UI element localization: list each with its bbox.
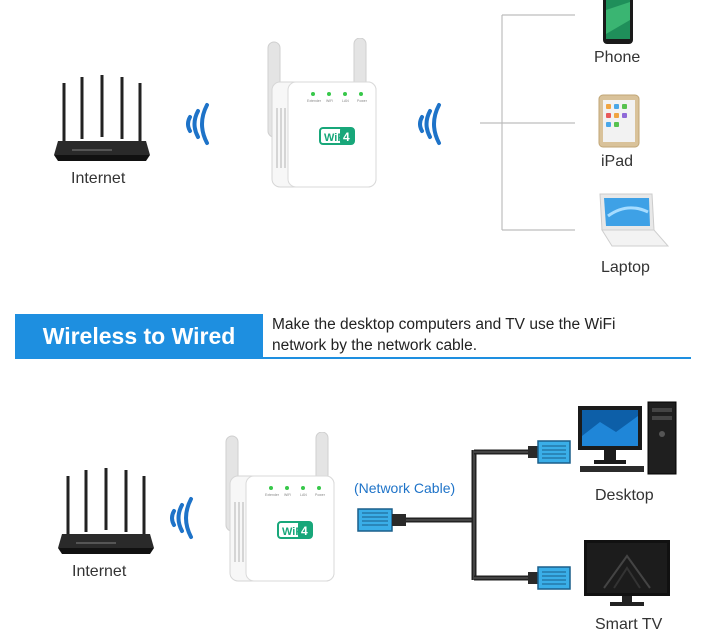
connection-lines [480,14,575,231]
banner-description-line2: network by the network cable. [272,337,478,354]
svg-text:LAN: LAN [300,493,307,497]
device-label-ipad: iPad [601,153,634,170]
device-label-phone: Phone [594,49,641,66]
svg-text:Extender: Extender [307,99,322,103]
wifi-signal-icon [418,103,441,145]
top-router-label: Internet [71,170,126,187]
wifi-signal-icon [170,497,193,539]
svg-text:WiFi: WiFi [282,526,305,538]
bottom-router-label: Internet [72,563,127,580]
svg-text:WiFi: WiFi [284,493,291,497]
smart-tv-icon [584,540,670,606]
svg-text:WiFi: WiFi [326,99,333,103]
network-cable [357,440,571,590]
banner-title: Wireless to Wired [42,323,236,349]
svg-text:Extender: Extender [265,493,280,497]
svg-text:4: 4 [343,130,350,144]
svg-text:LAN: LAN [342,99,349,103]
device-label-laptop: Laptop [601,259,650,276]
wifi-signal-icon [186,103,209,145]
wifi-extender-icon: Extender WiFi LAN Power WiFi 4 [267,38,377,188]
banner-description-line1: Make the desktop computers and TV use th… [272,316,616,333]
svg-text:4: 4 [301,524,308,538]
section-banner: Wireless to Wired [15,314,263,359]
svg-text:Power: Power [315,493,326,497]
ipad-icon [598,94,640,148]
banner-divider [15,357,691,359]
laptop-icon [599,193,670,247]
banner-description: Make the desktop computers and TV use th… [272,314,692,356]
desktop-icon [578,401,677,475]
network-cable-label: (Network Cable) [354,480,456,496]
wifi-extender-icon: Extender WiFi LAN Power WiFi 4 [225,432,335,582]
svg-text:WiFi: WiFi [324,132,347,144]
device-label-smart-tv: Smart TV [595,616,663,633]
svg-text:Power: Power [357,99,368,103]
router-icon [54,75,150,161]
device-label-desktop: Desktop [595,487,654,504]
router-icon [58,468,154,554]
phone-icon [603,0,633,44]
